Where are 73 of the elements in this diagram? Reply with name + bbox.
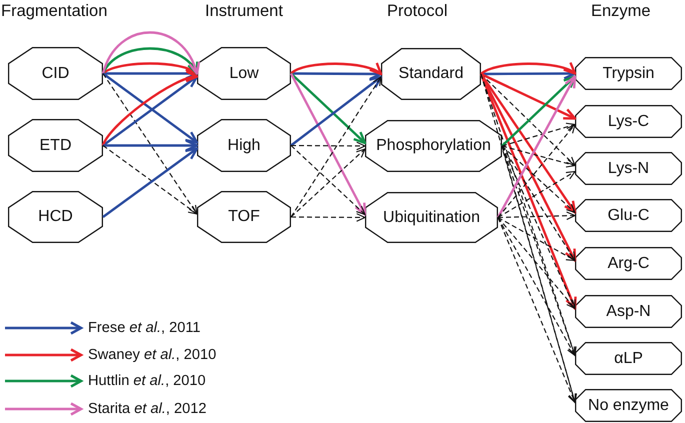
arrow [480,72,576,120]
dashed-arrow [498,217,576,262]
node-label: ETD [40,136,72,154]
octagon-node [381,48,481,100]
arrow [480,74,577,310]
column-heading: Instrument [205,2,283,21]
node-label: Ubiquitination [383,208,480,226]
dashed-arrow [498,217,576,356]
node-label: Glu-C [608,206,650,224]
octagon-node [575,152,682,185]
dashed-arrow [290,76,382,218]
legend-label: Huttlin et al., 2010 [88,372,206,390]
octagon-node [575,295,682,328]
dashed-arrow [502,146,576,262]
node-label: CID [42,64,70,82]
arrow [102,62,198,75]
legend-label: Frese et al., 2011 [88,319,200,337]
octagon-node [575,57,682,90]
node-label: Arg-C [608,254,650,272]
octagon-node [365,192,498,243]
octagon-node [8,119,103,172]
arrow [480,62,576,75]
arrow [290,72,366,144]
node-label: Lys-C [608,112,650,130]
node-label: HCD [38,208,73,225]
arrow [496,75,576,218]
node-label: Trypsin [602,64,654,82]
node-label: Low [229,64,259,82]
dashed-arrow [501,146,577,404]
legend-label: Swaney et al., 2010 [88,346,216,364]
octagon-node [575,199,682,232]
column-heading: Fragmentation [1,2,108,21]
arrow [480,73,576,214]
octagon-node [575,247,682,280]
dashed-arrow [498,124,576,218]
dashed-arrow [291,213,366,222]
dashed-arrow [502,146,576,214]
node-label: No enzyme [588,396,669,414]
dashed-arrow [498,217,576,310]
octagon-node [197,47,291,100]
node-label: Lys-N [608,160,650,176]
arrow [290,72,366,216]
dashed-arrow [498,217,576,404]
arrow [103,139,198,152]
arrow [501,75,576,147]
column-heading: Protocol [387,2,448,21]
octagon-node [197,119,291,172]
column-heading: Enzyme [591,2,651,21]
dashed-arrow [291,142,366,150]
dashed-arrow [502,122,576,147]
octagon-node [8,191,103,243]
arrow [290,76,382,146]
node-label: High [228,136,260,154]
node-label: Standard [398,65,464,82]
dashed-arrow [502,145,576,168]
octagon-node [197,191,291,243]
arrow [102,31,200,75]
dashed-arrow [480,74,576,166]
legend-label: Starita et al., 2012 [88,400,206,418]
octagon-node [8,47,103,100]
octagon-node [575,105,682,138]
octagon-node [575,389,682,422]
node-label: Asp-N [606,302,651,320]
dashed-arrow [498,170,576,218]
dashed-arrow [498,211,576,220]
node-label: TOF [228,208,260,225]
arrow [290,62,382,76]
octagon-node [365,120,502,172]
node-label: Phosphorylation [376,137,491,154]
node-label: αLP [614,350,643,366]
dashed-arrow [102,73,198,215]
octagon-node [575,342,682,375]
arrow [102,47,198,75]
